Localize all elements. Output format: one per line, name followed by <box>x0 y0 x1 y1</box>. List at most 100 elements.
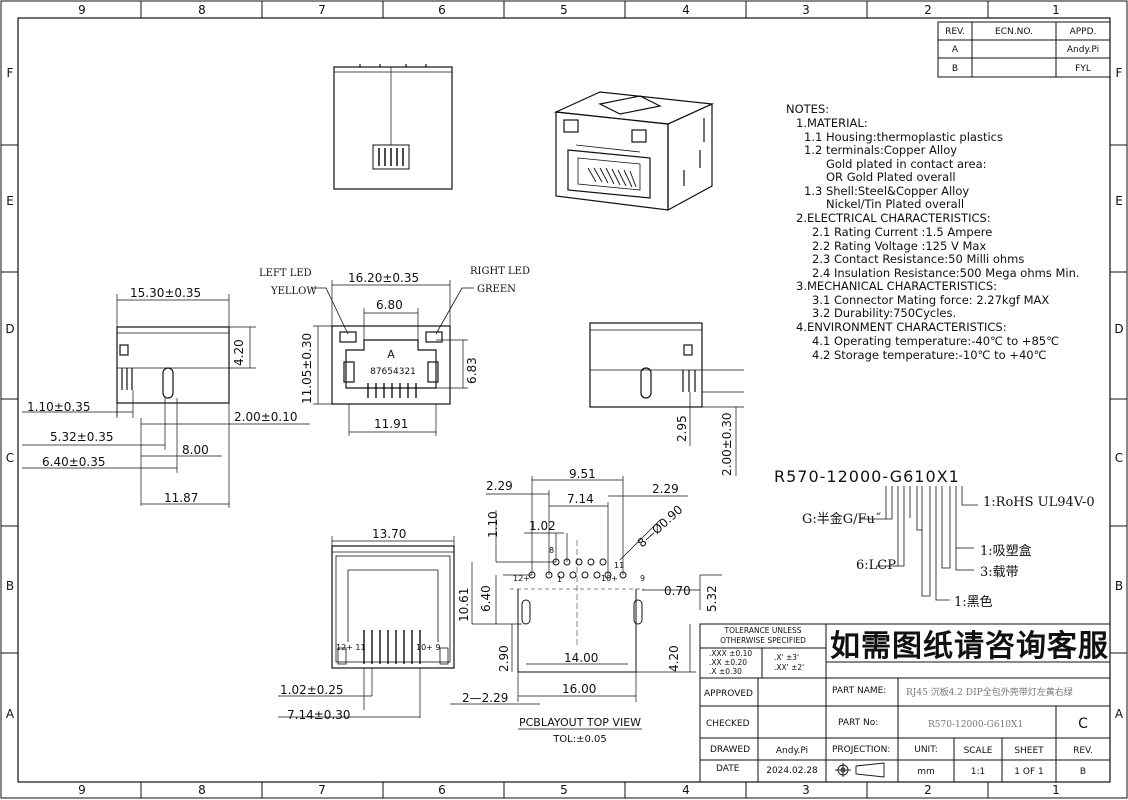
row-letters-left: F E D C B A <box>5 66 15 721</box>
pcb-pin-9: 9 <box>640 574 645 583</box>
dim-pcb-102: 1.02 <box>529 519 556 533</box>
revision-table: REV. ECN.NO. APPD. A Andy.Pi B FYL <box>937 21 1111 78</box>
part-name: RJ45 沉板4.2 DIP全包外壳带灯左黄右绿 <box>906 686 1073 698</box>
col-7-bottom: 7 <box>318 783 326 797</box>
col-1: 1 <box>1052 3 1060 17</box>
isometric-view <box>553 91 715 212</box>
part-code-main: R570-12000-G610X1 <box>774 467 960 486</box>
note-mechanical: 3.MECHANICAL CHARACTERISTICS: <box>796 279 997 293</box>
title-block-text: TOLERANCE UNLESS OTHERWISE SPECIFIED .XX… <box>704 626 1108 777</box>
row-f: F <box>7 66 14 80</box>
left-led-label: LEFT LED <box>259 268 312 279</box>
drawed-by: Andy.Pi <box>776 746 808 756</box>
dim-front-bottom: 11.91 <box>374 417 408 431</box>
column-numbers-top: 9 8 7 6 5 4 3 2 1 <box>78 3 1060 17</box>
pcb-pin-10: 10+ <box>601 574 618 583</box>
appd-a: Andy.Pi <box>1067 45 1099 55</box>
pcb-title: PCBLAYOUT TOP VIEW <box>519 716 641 729</box>
rev-value: B <box>1080 767 1086 777</box>
note-electrical: 2.ELECTRICAL CHARACTERISTICS: <box>796 211 991 225</box>
dim-pin1: 1.10±0.35 <box>27 400 91 414</box>
dim-pcb-640: 6.40 <box>479 585 493 612</box>
rev-b: B <box>952 64 958 74</box>
dim-side-width: 15.30±0.35 <box>130 286 201 300</box>
row-a: A <box>6 707 15 721</box>
row-e: E <box>6 194 14 208</box>
note-1-2: 1.2 terminals:Copper Alloy <box>804 143 957 157</box>
part-name-label: PART NAME: <box>832 686 886 696</box>
dim-bottom-w1: 1.02±0.25 <box>280 683 344 697</box>
side-view-right <box>589 322 703 408</box>
col-2: 2 <box>924 3 932 17</box>
pcb-pin-12: 12+ <box>513 574 530 583</box>
dim-front-right: 6.83 <box>465 357 479 384</box>
row-b-right: B <box>1115 579 1123 593</box>
part-code-gold: G:半金G/Fu˝ <box>802 511 881 527</box>
note-environment: 4.ENVIRONMENT CHARACTERISTICS: <box>796 320 1007 334</box>
right-led-color: GREEN <box>477 284 516 295</box>
dim-pcb-532: 5.32 <box>705 585 719 612</box>
unit-label: UNIT: <box>914 745 938 755</box>
dim-pin2: 5.32±0.35 <box>50 430 114 444</box>
part-code-lcp: 6:LCP <box>856 558 896 573</box>
note-1-3: 1.3 Shell:Steel&Copper Alloy <box>804 184 969 198</box>
dim-pcb-290: 2.90 <box>497 645 511 672</box>
tol-x: .X ±0.30 <box>709 667 742 676</box>
notes: NOTES: 1.MATERIAL: 1.1 Housing:thermopla… <box>786 102 1080 362</box>
tol-title2: OTHERWISE SPECIFIED <box>720 636 806 645</box>
part-code-rohs: 1:RoHS UL94V-0 <box>983 495 1095 510</box>
col-2-bottom: 2 <box>924 783 932 797</box>
row-e-right: E <box>1115 194 1123 208</box>
dim-pcb-1061: 10.61 <box>457 588 471 622</box>
rev-header: REV. <box>945 27 965 37</box>
dim-pcb-229a: 2.29 <box>486 479 513 493</box>
col-5: 5 <box>560 3 568 17</box>
rev-a: A <box>952 45 959 55</box>
pcb-pin-8: 8 <box>549 546 554 555</box>
col-8-bottom: 8 <box>198 783 206 797</box>
dim-pcb-hole: 8—Ø0.90 <box>635 502 686 550</box>
col-1-bottom: 1 <box>1052 783 1060 797</box>
part-code-pack3: 3:载带 <box>980 565 1019 580</box>
dim-front-height: 11.05±0.30 <box>300 333 314 404</box>
pcb-pin-11: 11 <box>614 561 624 570</box>
sheet-value: 1 OF 1 <box>1014 767 1043 777</box>
sheet-label: SHEET <box>1014 746 1044 756</box>
left-led-color: YELLOW <box>270 286 317 297</box>
dim-side-height: 4.20 <box>232 339 246 366</box>
pcb-pin-1: 1 <box>557 575 562 584</box>
tol-xxx: .XXX ±0.10 <box>709 649 752 658</box>
right-led-label: RIGHT LED <box>470 266 530 277</box>
checked-label: CHECKED <box>706 719 750 729</box>
note-1-1: 1.1 Housing:thermoplastic plastics <box>804 130 1003 144</box>
part-code-black: 1:黑色 <box>954 594 993 610</box>
column-numbers-bottom: 9 8 7 6 5 4 3 2 1 <box>78 783 1060 797</box>
note-4-1: 4.1 Operating temperature:-40℃ to +85℃ <box>812 334 1059 348</box>
dim-pin4: 8.00 <box>182 443 209 457</box>
note-3-2: 3.2 Durability:750Cycles. <box>812 306 956 320</box>
dim-pcb-420: 4.20 <box>667 645 681 672</box>
row-c-right: C <box>1115 451 1123 465</box>
col-4-bottom: 4 <box>682 783 690 797</box>
part-no-label: PART No: <box>838 718 878 728</box>
unit-value: mm <box>917 767 935 777</box>
note-2-4: 2.4 Insulation Resistance:500 Mega ohms … <box>812 266 1080 280</box>
led-labels: LEFT LED YELLOW RIGHT LED GREEN <box>259 266 530 297</box>
led-leaders <box>312 287 474 335</box>
row-f-right: F <box>1116 66 1123 80</box>
scale-label: SCALE <box>964 746 993 756</box>
notes-title: NOTES: <box>786 102 829 116</box>
ecn-header: ECN.NO. <box>995 27 1033 37</box>
tol-xx: .XX ±0.20 <box>709 658 747 667</box>
dim-pcb-2x229: 2—2.29 <box>462 691 508 705</box>
note-3-1: 3.1 Connector Mating force: 2.27kgf MAX <box>812 293 1049 307</box>
pin-numbers: 87654321 <box>370 367 416 377</box>
row-d: D <box>5 322 14 336</box>
front-view <box>331 325 451 405</box>
note-1-3a: Nickel/Tin Plated overall <box>826 197 964 211</box>
col-6: 6 <box>438 3 446 17</box>
dimension-texts: 15.30±0.35 4.20 1.10±0.35 5.32±0.35 6.40… <box>27 271 734 722</box>
dim-pcb-951: 9.51 <box>569 467 596 481</box>
